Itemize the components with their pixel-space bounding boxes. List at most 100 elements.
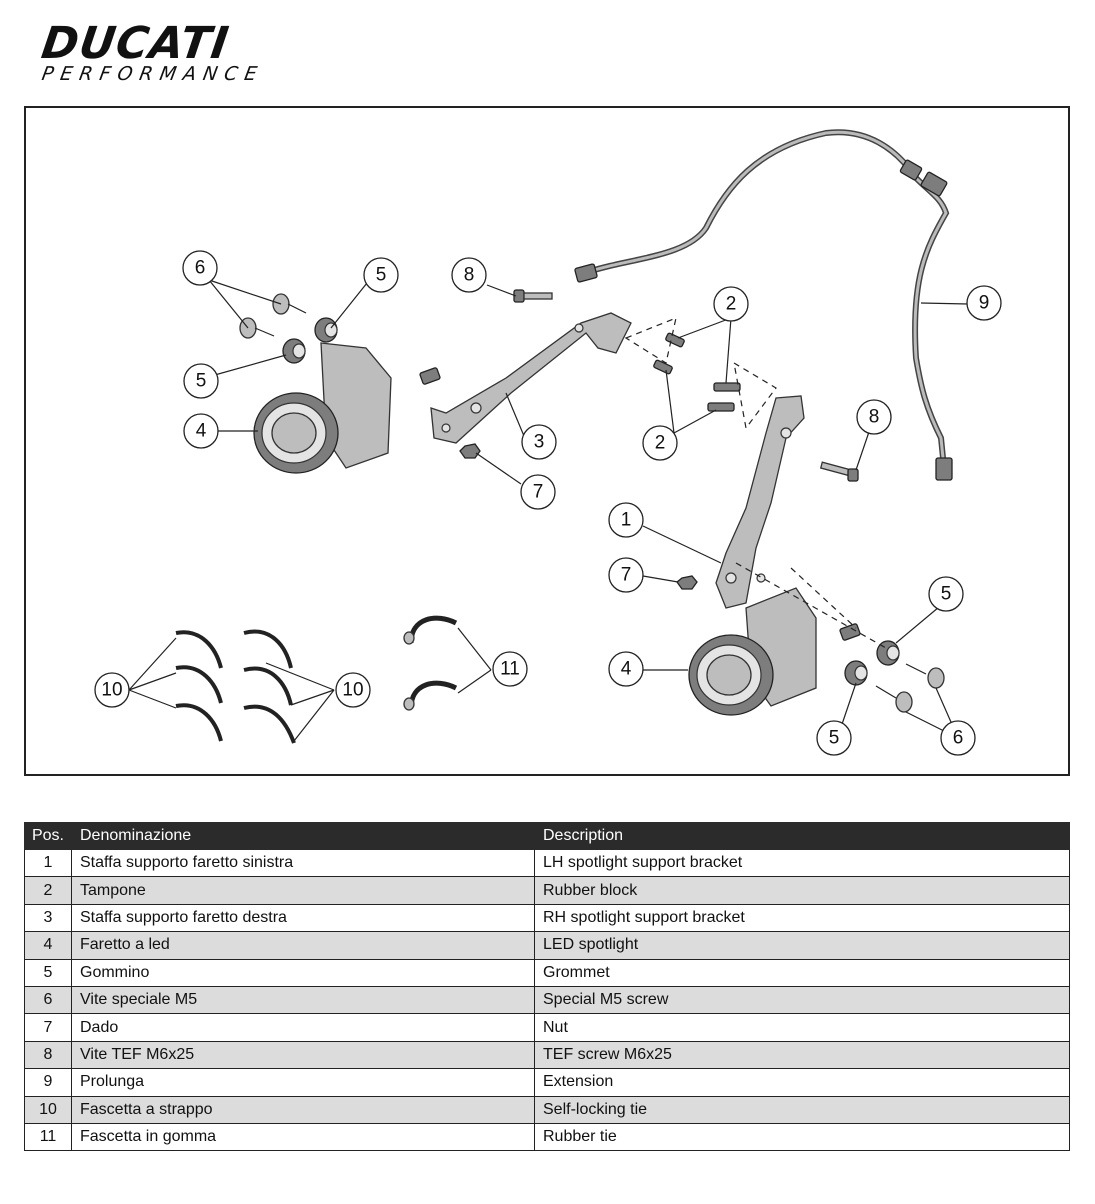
diagram-drawing: 6 5 5 4 8 3 7 2 2 9 8 1 7 5 4 5 6 10 10 …	[94, 129, 1002, 756]
row-pos: 9	[24, 1068, 72, 1097]
svg-text:8: 8	[464, 265, 475, 286]
svg-text:10: 10	[101, 680, 122, 701]
row-pos: 8	[24, 1040, 72, 1070]
svg-text:6: 6	[195, 258, 206, 279]
leader-lines	[128, 279, 969, 742]
callout-labels: 6 5 5 4 8 3 7 2 2 9 8 1 7 5 4 5 6 10 10 …	[94, 250, 1002, 756]
callout-5-left-bottom: 5	[183, 363, 219, 399]
row-italian: Tampone	[71, 876, 535, 905]
row-english: LH spotlight support bracket	[534, 848, 1070, 878]
svg-text:1: 1	[621, 510, 632, 531]
callout-2-bottom: 2	[642, 425, 678, 461]
row-pos: 6	[24, 985, 72, 1015]
callout-4-left: 4	[183, 413, 219, 449]
callout-2-top: 2	[713, 286, 749, 322]
svg-text:10: 10	[342, 680, 363, 701]
svg-text:3: 3	[534, 432, 545, 453]
row-pos: 4	[24, 931, 72, 960]
row-italian: Prolunga	[71, 1068, 535, 1097]
svg-text:9: 9	[979, 293, 990, 314]
right-grommets-screws	[735, 562, 945, 713]
rubber-ties	[403, 615, 458, 711]
screw-8-left	[513, 289, 553, 303]
row-english: Self-locking tie	[534, 1095, 1070, 1124]
svg-text:8: 8	[869, 407, 880, 428]
logo-subtitle: PERFORMANCE	[40, 63, 266, 85]
row-italian: Dado	[71, 1013, 535, 1042]
callout-11: 11	[492, 651, 528, 687]
callout-5-right-bottom: 5	[816, 720, 852, 756]
row-pos: 5	[24, 958, 72, 987]
exploded-parts-diagram: 6 5 5 4 8 3 7 2 2 9 8 1 7 5 4 5 6 10 10 …	[24, 106, 1070, 776]
nut-7-left	[459, 443, 481, 459]
row-english: LED spotlight	[534, 931, 1070, 960]
callout-9: 9	[966, 285, 1002, 321]
row-pos: 7	[24, 1013, 72, 1042]
row-italian: Faretto a led	[71, 931, 535, 960]
self-locking-ties	[175, 629, 296, 744]
logo-brand: DUCATI	[38, 18, 233, 69]
svg-text:5: 5	[376, 265, 387, 286]
callout-1: 1	[608, 502, 644, 538]
header-pos: Pos.	[24, 822, 72, 850]
callout-6-left: 6	[182, 250, 218, 286]
row-english: TEF screw M6x25	[534, 1040, 1070, 1070]
callout-7-right: 7	[608, 557, 644, 593]
callout-10-left: 10	[94, 672, 130, 708]
rubber-blocks	[624, 317, 777, 430]
row-italian: Fascetta a strappo	[71, 1095, 535, 1124]
svg-text:7: 7	[621, 565, 632, 586]
svg-text:4: 4	[621, 659, 632, 680]
table-header-row: Pos. Denominazione Description	[24, 822, 1070, 850]
row-pos: 1	[24, 848, 72, 878]
row-italian: Vite speciale M5	[71, 985, 535, 1015]
row-english: Extension	[534, 1068, 1070, 1097]
row-italian: Staffa supporto faretto destra	[71, 903, 535, 933]
row-pos: 10	[24, 1095, 72, 1124]
ducati-performance-logo: DUCATI PERFORMANCE	[38, 18, 266, 85]
row-english: Grommet	[534, 958, 1070, 987]
callout-8-left: 8	[451, 257, 487, 293]
row-english: Rubber tie	[534, 1122, 1070, 1152]
row-english: Rubber block	[534, 876, 1070, 905]
svg-text:2: 2	[655, 433, 666, 454]
svg-text:5: 5	[196, 371, 207, 392]
row-english: Nut	[534, 1013, 1070, 1042]
row-italian: Gommino	[71, 958, 535, 987]
right-spotlight	[688, 587, 861, 716]
callout-6-right: 6	[940, 720, 976, 756]
svg-text:4: 4	[196, 421, 207, 442]
row-italian: Fascetta in gomma	[71, 1122, 535, 1152]
svg-text:11: 11	[500, 659, 520, 680]
row-english: Special M5 screw	[534, 985, 1070, 1015]
screw-8-right	[819, 461, 859, 482]
row-italian: Vite TEF M6x25	[71, 1040, 535, 1070]
left-spotlight	[253, 342, 441, 474]
svg-text:7: 7	[533, 482, 544, 503]
callout-3: 3	[521, 424, 557, 460]
callout-8-right: 8	[856, 399, 892, 435]
callout-7-left: 7	[520, 474, 556, 510]
bracket-1	[715, 395, 805, 609]
svg-text:5: 5	[941, 584, 952, 605]
left-grommets-screws	[239, 293, 338, 364]
row-pos: 3	[24, 903, 72, 933]
row-english: RH spotlight support bracket	[534, 903, 1070, 933]
callout-10-right: 10	[335, 672, 371, 708]
svg-text:2: 2	[726, 294, 737, 315]
header-italian: Denominazione	[71, 822, 535, 850]
callout-5-right-top: 5	[928, 576, 964, 612]
row-pos: 2	[24, 876, 72, 905]
row-pos: 11	[24, 1122, 72, 1152]
